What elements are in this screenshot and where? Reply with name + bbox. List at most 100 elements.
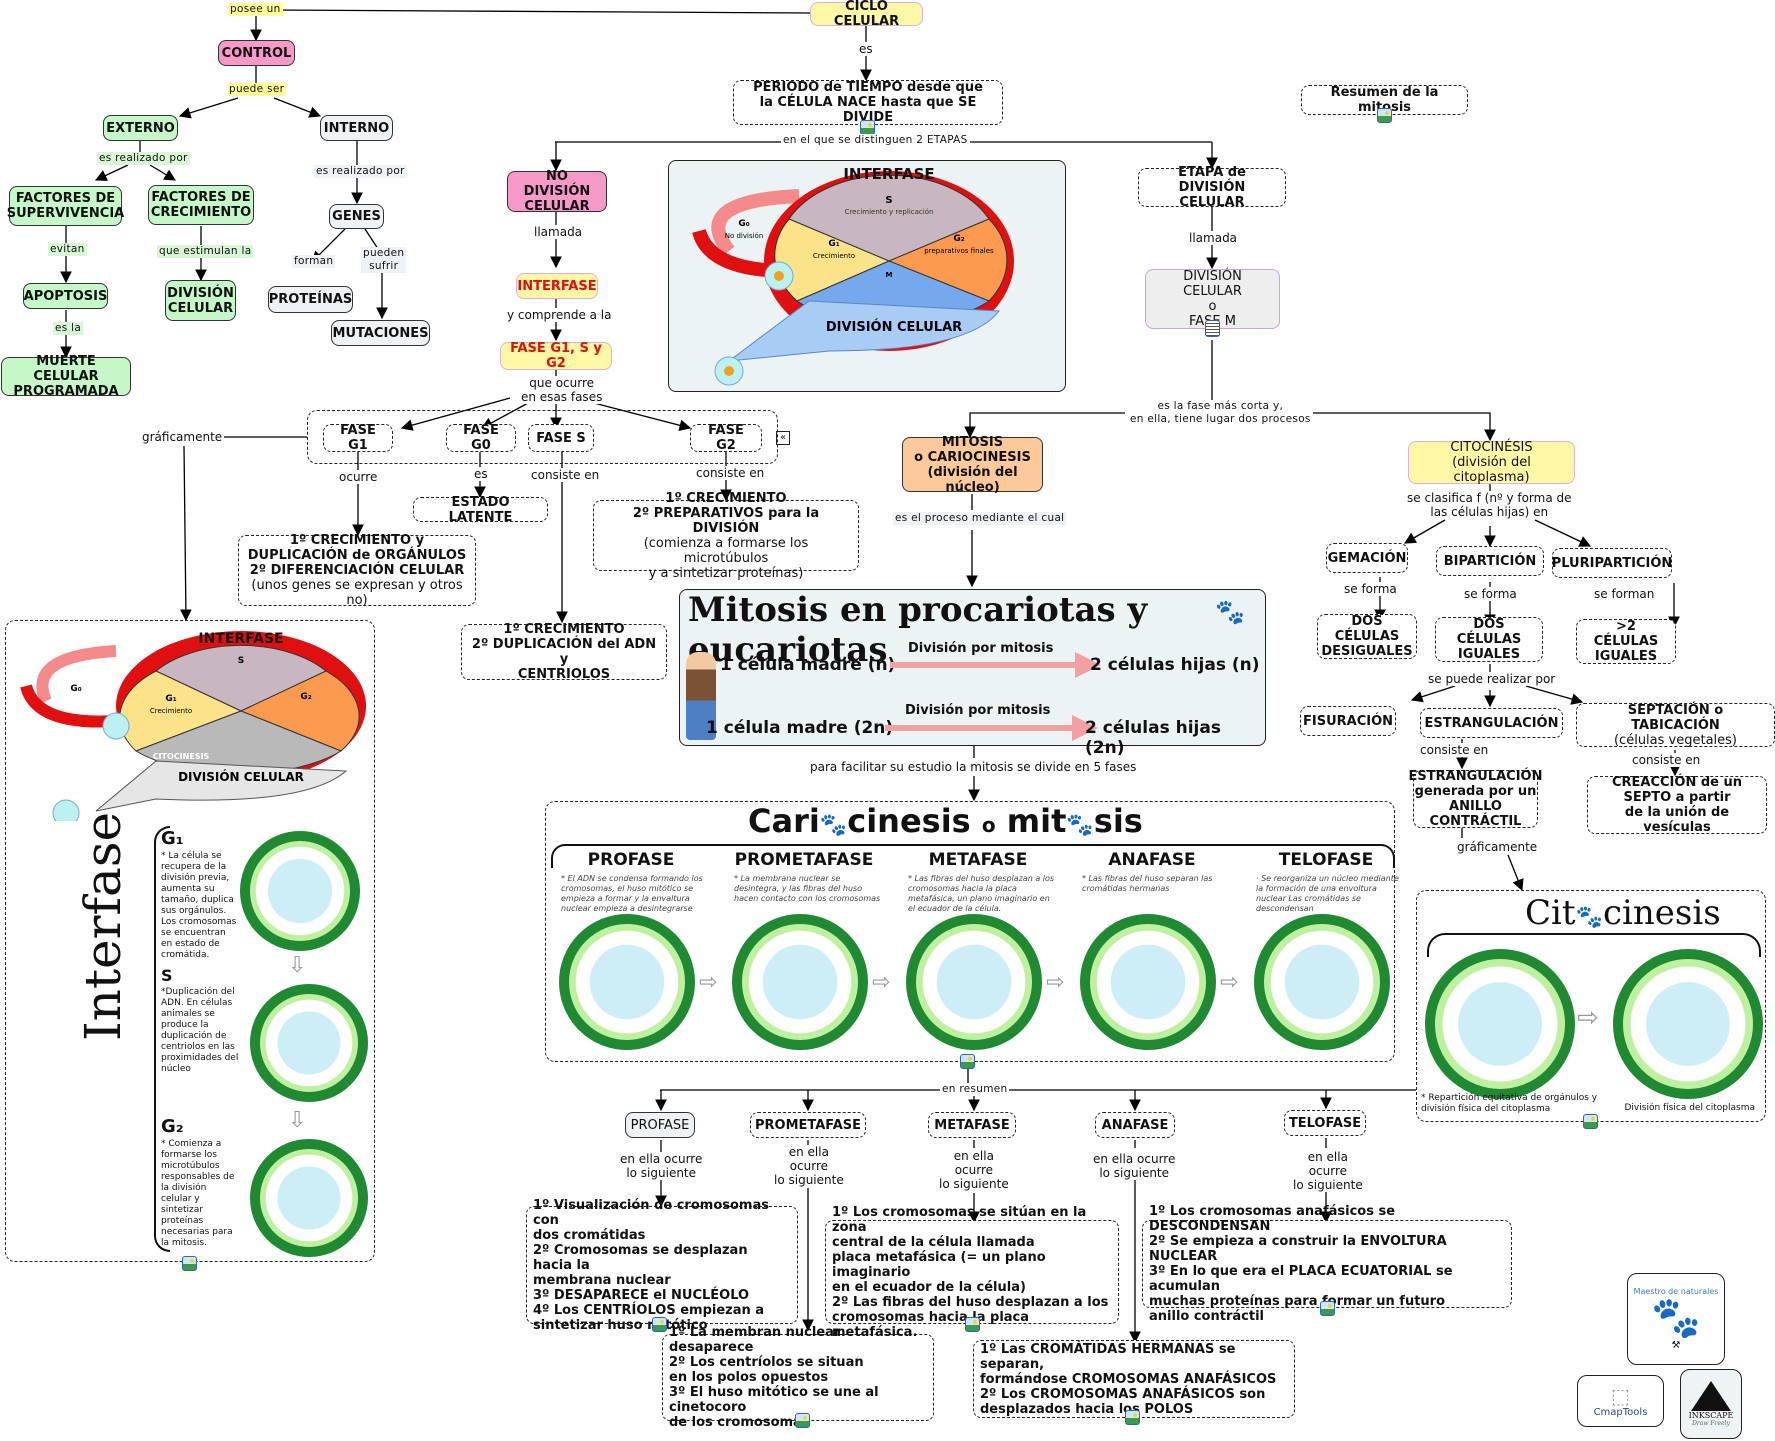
link-es-la: es la (53, 322, 84, 335)
node-g2-result[interactable]: 1º CRECIMIENTO 2º PREPARATIVOS para la D… (593, 491, 859, 581)
node-interno[interactable]: INTERNO (320, 115, 393, 141)
phase-column: PROMETAFASE* La membrana nuclear se desi… (724, 850, 890, 1060)
cariocinesis-title-d: sis (1093, 802, 1143, 840)
septacion-text: SEPTACIÓN o TABICACIÓN (1627, 702, 1724, 733)
cycle-g2: G₂ (953, 234, 964, 244)
node-externo[interactable]: EXTERNO (103, 115, 178, 141)
paw-logo-icon: 🐾 (1215, 598, 1245, 626)
node-sum-prometafase[interactable]: PROMETAFASE (750, 1112, 866, 1138)
node-control[interactable]: CONTROL (218, 40, 295, 66)
phase-name: ANAFASE (1108, 850, 1196, 870)
cycle-title: INTERFASE (198, 631, 283, 647)
node-pluriparticion[interactable]: PLURIPARTICIÓN (1552, 548, 1672, 578)
node-res-telofase[interactable]: 1º Los cromosomas anafásicos se DESCONDE… (1142, 1204, 1512, 1324)
image-resource-icon[interactable] (1377, 108, 1392, 123)
maestro-naturales-logo[interactable]: Maestro de naturales 🐾 ⚒ (1627, 1273, 1725, 1365)
node-factores-supervivencia[interactable]: FACTORES DE SUPERVIVENCIA (7, 186, 124, 226)
cycle-g1-desc: Crecimiento (813, 252, 855, 260)
image-resource-icon[interactable] (182, 1256, 197, 1271)
node-septo[interactable]: CREACCIÓN de un SEPTO a partir de la uni… (1587, 775, 1767, 835)
node-gemacion[interactable]: GEMACIÓN (1326, 543, 1408, 573)
g0-arrow-top (36, 645, 117, 704)
node-periodo[interactable]: PERIODO de TIEMPO desde que la CÉLULA NA… (733, 80, 1003, 125)
image-resource-icon[interactable] (652, 1317, 667, 1332)
node-mas-dos-iguales[interactable]: >2 CÉLULAS IGUALES (1576, 619, 1676, 664)
cycle-g0: G₀ (70, 684, 81, 694)
right-arrow-icon: ⇨ (1046, 970, 1065, 995)
node-apoptosis[interactable]: APOPTOSIS (23, 283, 108, 309)
node-s-result[interactable]: 1º CRECIMIENTO 2º DUPLICACIÓN del ADN y … (461, 622, 667, 682)
node-genes[interactable]: GENES (329, 204, 384, 229)
image-resource-icon[interactable] (1583, 1114, 1598, 1129)
inkscape-logo[interactable]: INKSCAPE Draw Freely (1680, 1369, 1742, 1439)
cmaptools-logo[interactable]: ⬚ CmapTools (1577, 1375, 1664, 1427)
down-arrow-icon: ⇩ (288, 1108, 307, 1133)
node-anillo[interactable]: ESTRANGULACIÓN generada por un ANILLO CO… (1408, 769, 1543, 829)
document-resource-icon[interactable] (1205, 320, 1220, 337)
node-sum-anafase[interactable]: ANAFASE (1095, 1112, 1175, 1138)
citocinesis-title: Cit🐾cinesis (1525, 893, 1721, 933)
node-g1-result[interactable]: 1º CRECIMIENTO y DUPLICACIÓN de ORGÁNULO… (238, 533, 476, 608)
node-ciclo-celular[interactable]: CICLO CELULAR (810, 0, 923, 29)
node-septacion[interactable]: SEPTACIÓN o TABICACIÓN (células vegetale… (1576, 702, 1775, 748)
node-res-prometafase[interactable]: 1º La membran nuclear desaparece 2º Los … (662, 1325, 934, 1430)
image-resource-icon[interactable] (1125, 1410, 1140, 1425)
link-ocurre: ocurre (337, 470, 380, 484)
node-etapa-division[interactable]: ETAPA de DIVISIÓN CELULAR (1138, 165, 1286, 210)
g2-sector (887, 218, 1008, 302)
node-fase-g1sg2[interactable]: FASE G1, S y G2 (500, 341, 612, 371)
node-fisuracion[interactable]: FISURACIÓN (1300, 706, 1396, 736)
link-ocurre-telofase: en ella ocurre lo siguiente (1291, 1150, 1365, 1192)
link-que-estimulan: que estimulan la (157, 245, 254, 258)
node-sum-telofase[interactable]: TELOFASE (1284, 1110, 1366, 1136)
phase-name: PROMETAFASE (734, 850, 874, 870)
node-mutaciones[interactable]: MUTACIONES (331, 320, 430, 346)
right-arrow-icon: ⇨ (872, 970, 891, 995)
node-citocinesis[interactable]: CITOCINÉSIS (división del citoplasma) (1408, 440, 1575, 485)
row1-arrow (890, 662, 1080, 668)
node-res-anafase[interactable]: 1º Las CROMÁTIDAS HERMANAS se separan, f… (973, 1340, 1295, 1418)
node-dos-iguales[interactable]: DOS CÉLULAS IGUALES (1435, 617, 1543, 662)
cycle-g0-desc: No división (725, 232, 764, 240)
cariocinesis-title-c: mit (1006, 802, 1067, 840)
image-resource-icon[interactable] (1320, 1301, 1335, 1316)
cariocinesis-title-a: Cari (748, 802, 820, 840)
image-resource-icon[interactable] (960, 1054, 975, 1069)
link-llamada-2: llamada (1187, 231, 1240, 245)
node-res-profase[interactable]: 1º Visualización de cromosomas con dos c… (526, 1198, 798, 1333)
node-interfase[interactable]: INTERFASE (516, 273, 598, 299)
link-proceso-cual: es el proceso mediante el cual (893, 512, 1067, 525)
cariocinesis-brace (551, 844, 1395, 868)
node-sum-metafase[interactable]: METAFASE (928, 1112, 1016, 1138)
node-factores-crecimiento[interactable]: FACTORES DE CRECIMIENTO (148, 185, 254, 225)
node-res-metafase[interactable]: 1º Los cromosomas se sitúan en la zona c… (825, 1205, 1119, 1340)
node-fase-g2[interactable]: FASE G2 (690, 423, 762, 453)
link-ocurre-anafase: en ella ocurre lo siguiente (1091, 1152, 1178, 1180)
node-dos-desiguales[interactable]: DOS CÉLULAS DESIGUALES (1317, 614, 1417, 659)
node-no-division[interactable]: NO DIVISIÓN CELULAR (507, 169, 607, 214)
node-division-fase-m[interactable]: DIVISIÓN CELULAR o FASE M (1145, 269, 1280, 329)
citocinesis-brace (1427, 933, 1761, 957)
image-resource-icon[interactable] (795, 1413, 810, 1428)
node-division-celular-control[interactable]: DIVISIÓN CELULAR (165, 280, 236, 321)
node-sum-profase[interactable]: PROFASE (625, 1112, 695, 1138)
collapse-icon[interactable]: « (776, 431, 790, 445)
node-fase-g0[interactable]: FASE G0 (446, 423, 516, 453)
phase-row: PROFASE* El ADN se condensa formando los… (546, 850, 1399, 1060)
image-resource-icon[interactable] (965, 1317, 980, 1332)
image-resource-icon[interactable] (860, 120, 875, 135)
node-mitosis[interactable]: MITOSIS o CARIOCINESIS (división del núc… (902, 435, 1043, 495)
s-heading: S (161, 966, 173, 985)
node-proteinas[interactable]: PROTEÍNAS (268, 286, 353, 313)
g0-arrow-top (711, 189, 800, 256)
node-fase-s[interactable]: FASE S (528, 424, 594, 452)
node-estrangulacion[interactable]: ESTRANGULACIÓN (1420, 708, 1563, 738)
node-estado-latente[interactable]: ESTADO LATENTE (413, 495, 548, 525)
cycle-s: S (238, 656, 244, 666)
inkscape-mountain-icon (1691, 1381, 1731, 1411)
cycle-m: M (886, 271, 893, 279)
node-biparticion[interactable]: BIPARTICIÓN (1436, 546, 1544, 576)
node-muerte-celular[interactable]: MUERTE CELULAR PROGRAMADA (1, 354, 131, 399)
link-consiste-g2: consiste en (694, 466, 767, 480)
node-fase-g1[interactable]: FASE G1 (323, 423, 393, 453)
